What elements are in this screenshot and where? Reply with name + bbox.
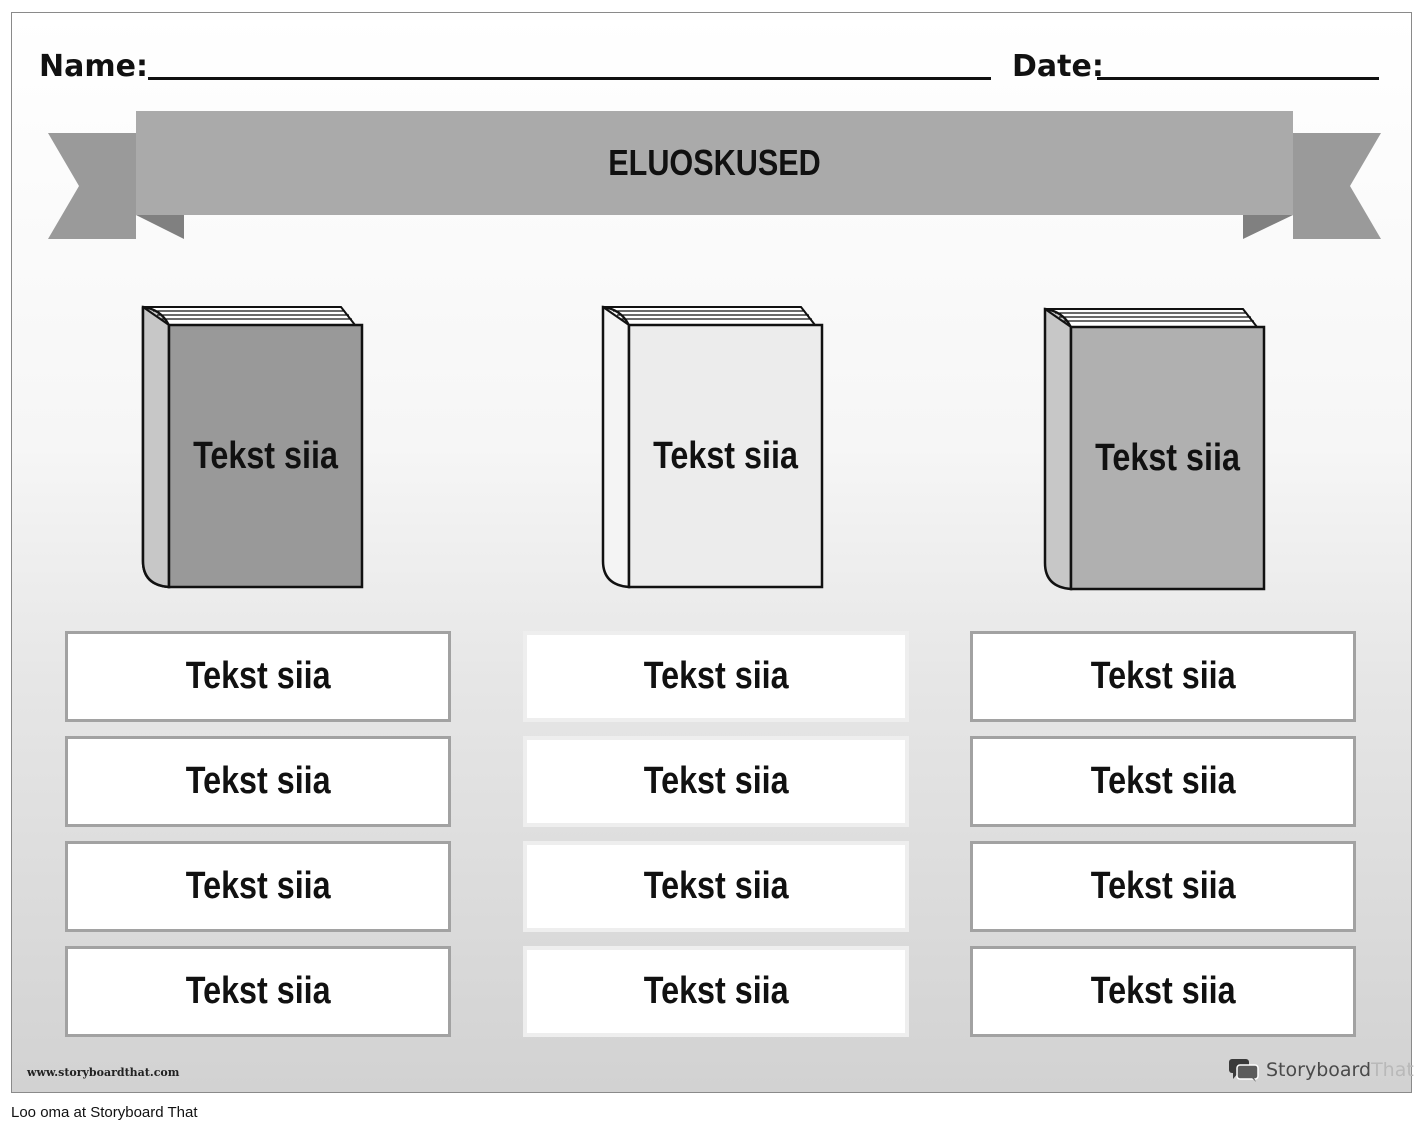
text-box[interactable]: Tekst siia (523, 841, 909, 932)
brand-that: That (1371, 1059, 1414, 1081)
storyboardthat-logo: StoryboardThat (1228, 1057, 1414, 1083)
text-box-label: Tekst siia (1090, 655, 1236, 697)
text-box[interactable]: Tekst siia (523, 946, 909, 1037)
book-cover (627, 323, 824, 589)
worksheet-title: ELUOSKUSED (608, 142, 821, 183)
book-cover (167, 323, 364, 589)
text-box-label: Tekst siia (1090, 865, 1236, 907)
title-ribbon (48, 111, 1381, 239)
book-3: Tekst siia (1043, 305, 1268, 595)
text-box[interactable]: Tekst siia (65, 631, 451, 722)
text-box-label: Tekst siia (1090, 970, 1236, 1012)
text-box[interactable]: Tekst siia (970, 736, 1356, 827)
ribbon-fold-left (136, 215, 184, 239)
text-box-label: Tekst siia (643, 970, 789, 1012)
text-box-label: Tekst siia (643, 655, 789, 697)
ribbon-tail-left (48, 133, 136, 239)
book-label: Tekst siia (1095, 436, 1240, 479)
text-box[interactable]: Tekst siia (65, 946, 451, 1037)
text-box-label: Tekst siia (1090, 760, 1236, 802)
text-box-label: Tekst siia (185, 970, 331, 1012)
ribbon-tail-right (1293, 133, 1381, 239)
name-line (148, 77, 991, 80)
name-label: Name: (39, 49, 148, 84)
text-box[interactable]: Tekst siia (970, 631, 1356, 722)
book-label: Tekst siia (653, 434, 798, 477)
text-box[interactable]: Tekst siia (65, 736, 451, 827)
text-box[interactable]: Tekst siia (523, 631, 909, 722)
brand-storyboard: Storyboard (1266, 1059, 1372, 1081)
ribbon-band (136, 111, 1293, 215)
text-box[interactable]: Tekst siia (970, 946, 1356, 1037)
book-icon (141, 305, 364, 589)
book-icon (601, 305, 824, 589)
text-box-label: Tekst siia (185, 760, 331, 802)
storyboard-that-speech-bubbles-icon (1229, 1059, 1259, 1082)
book-2: Tekst siia (601, 303, 826, 593)
text-box-label: Tekst siia (643, 760, 789, 802)
ribbon-fold-right (1243, 215, 1293, 239)
text-box[interactable]: Tekst siia (65, 841, 451, 932)
text-box-label: Tekst siia (185, 865, 331, 907)
text-box-label: Tekst siia (643, 865, 789, 907)
watermark-url: www.storyboardthat.com (27, 1066, 180, 1079)
worksheet: Name: Date: ELUOSKUSED Tekst siia (11, 12, 1414, 1093)
text-box[interactable]: Tekst siia (970, 841, 1356, 932)
book-label: Tekst siia (193, 434, 338, 477)
date-line (1097, 77, 1379, 80)
text-box-label: Tekst siia (185, 655, 331, 697)
book-icon (1043, 307, 1266, 591)
footer-credit: Loo oma at Storyboard That (11, 1104, 198, 1121)
book-1: Tekst siia (141, 303, 366, 593)
text-box[interactable]: Tekst siia (523, 736, 909, 827)
book-cover (1069, 325, 1266, 591)
date-label: Date: (1012, 49, 1104, 84)
